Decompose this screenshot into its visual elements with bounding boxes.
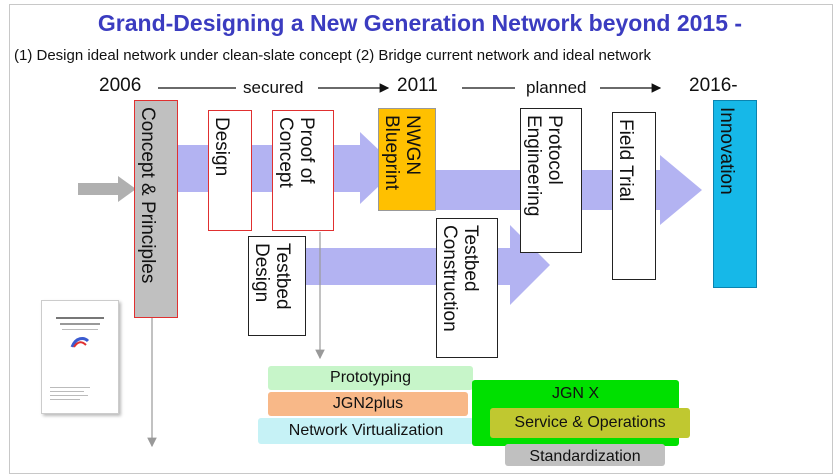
innovation-box: Innovation [713, 100, 757, 288]
standardization-tag: Standardization [505, 444, 665, 466]
concept-principles-label: Concept & Principles [137, 107, 158, 284]
document-thumbnail [41, 300, 119, 414]
design-box: Design [208, 110, 252, 231]
service-operations-tag: Service & Operations [490, 408, 690, 438]
testbed-arrow [300, 225, 550, 305]
testbed-design-label: Testbed Design [251, 243, 293, 310]
timeline-mid: 2011 [397, 75, 438, 96]
slide-title: Grand-Designing a New Generation Network… [97, 10, 743, 36]
timeline-start: 2006 [99, 75, 142, 96]
prototyping-tag: Prototyping [268, 366, 473, 390]
concept-principles-box: Concept & Principles [134, 100, 178, 318]
doc-line [62, 329, 98, 330]
timeline-end: 2016- [689, 75, 738, 96]
proof-of-concept-box: Proof of Concept [272, 110, 334, 231]
doc-line [50, 391, 84, 392]
doc-line [60, 323, 100, 325]
nwgn-blueprint-box: NWGN Blueprint [378, 108, 436, 211]
testbed-construction-box: Testbed Construction [436, 218, 498, 358]
field-trial-box: Field Trial [612, 112, 656, 280]
doc-logo-icon [70, 337, 90, 348]
doc-line [50, 395, 88, 396]
design-label: Design [211, 117, 232, 177]
testbed-construction-label: Testbed Construction [439, 225, 481, 332]
jgn2plus-tag: JGN2plus [268, 392, 468, 416]
doc-line [50, 399, 80, 400]
innovation-label: Innovation [716, 107, 737, 195]
testbed-design-box: Testbed Design [248, 236, 306, 336]
jgn-x-label: JGN X [551, 385, 600, 402]
slide-subtitle: (1) Design ideal network under clean-sla… [14, 47, 651, 64]
timeline-planned: planned [526, 78, 587, 97]
input-arrow [78, 176, 136, 202]
proof-of-concept-label: Proof of Concept [275, 117, 317, 188]
network-virtualization-tag: Network Virtualization [258, 418, 474, 444]
timeline-secured: secured [243, 78, 304, 97]
field-trial-label: Field Trial [615, 119, 636, 202]
doc-line [50, 387, 90, 388]
protocol-engineering-box: Protocol Engineering [520, 108, 582, 253]
protocol-engineering-label: Protocol Engineering [523, 115, 565, 217]
nwgn-blueprint-label: NWGN Blueprint [381, 115, 423, 190]
doc-line [56, 317, 104, 319]
